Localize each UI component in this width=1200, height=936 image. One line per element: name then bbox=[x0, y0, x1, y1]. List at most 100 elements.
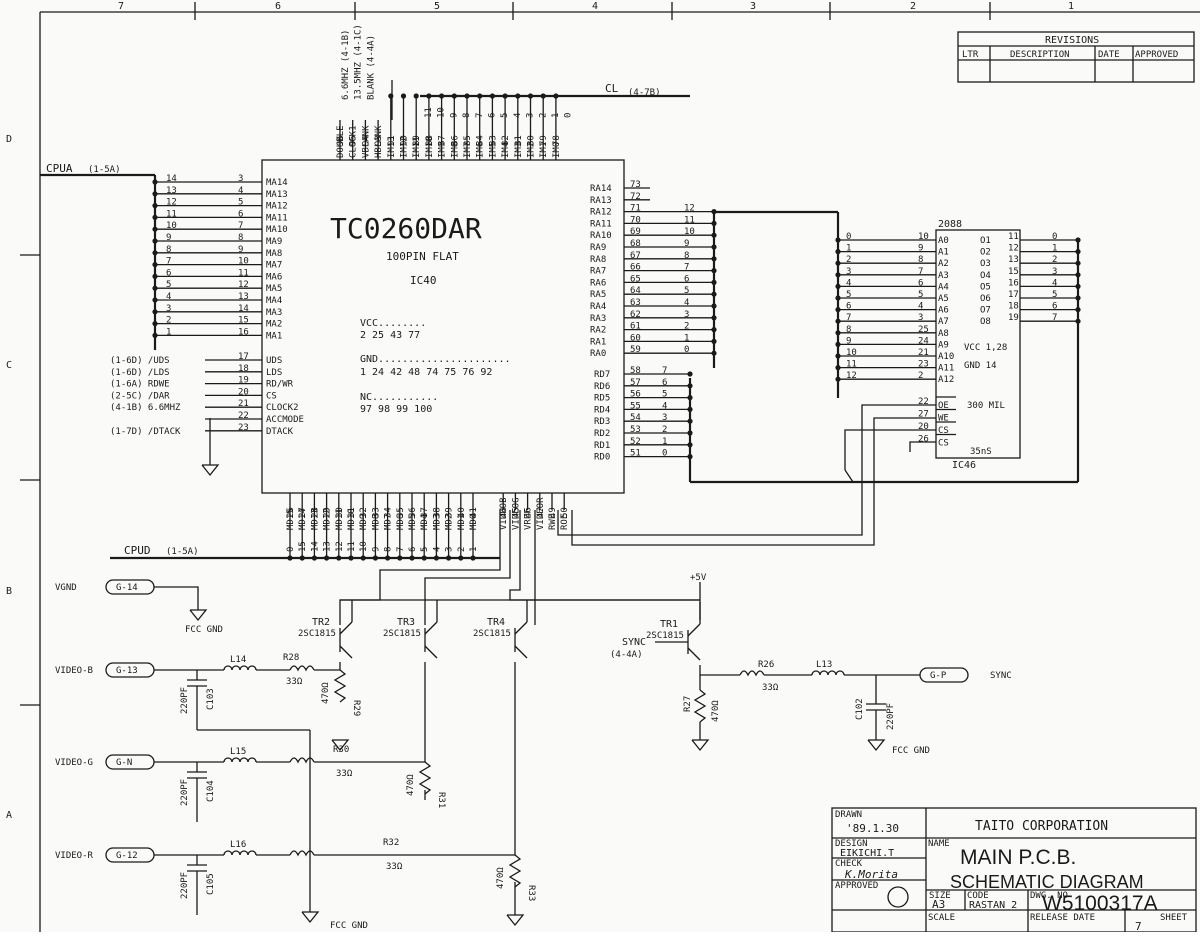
ic40-bottom-pin-MD12: MD12 bbox=[323, 508, 333, 530]
rd-bus-bit-7: 7 bbox=[662, 366, 667, 376]
ic40-bottom-pins: MD15260MD142715MD132814MD122913MD113012M… bbox=[286, 493, 570, 561]
ic40-pin-num-64: 64 bbox=[630, 286, 641, 296]
ic40-bottom-num-34: 34 bbox=[384, 507, 394, 518]
ic46-ctrl-num-22: 22 bbox=[918, 397, 929, 407]
ic46-data-bit-5: 5 bbox=[1052, 290, 1057, 300]
ic40-top-pin-IM9: IM9 bbox=[438, 142, 448, 158]
ic40-bottom-num-26: 26 bbox=[286, 507, 296, 518]
cl-bus-bit-2: 2 bbox=[538, 113, 548, 118]
ground-symbol bbox=[331, 739, 350, 752]
ic40-pin-num-23: 23 bbox=[238, 423, 249, 433]
code-label: CODE bbox=[967, 891, 989, 901]
designer: EIKICHI.T bbox=[840, 848, 894, 859]
ic40-top-num-82: 82 bbox=[501, 135, 511, 146]
ic46-pin-O5: O5 bbox=[980, 282, 991, 292]
ic46-ctrl-27: WE bbox=[938, 414, 949, 424]
ic46-data-tap-1 bbox=[1075, 249, 1081, 255]
drawing-title: SCHEMATIC DIAGRAM bbox=[950, 872, 1144, 892]
ic46-pin-A5: A5 bbox=[938, 294, 949, 304]
ic46-addr-bit-3: 3 bbox=[846, 267, 851, 277]
ic46-data-bit-6: 6 bbox=[1052, 302, 1057, 312]
ic40-pin-RA7: RA7 bbox=[590, 267, 606, 277]
video-inductor-2 bbox=[223, 850, 257, 856]
cl-bus-tap-89 bbox=[413, 93, 419, 99]
ic40-pin-RA4: RA4 bbox=[590, 302, 606, 312]
ic40-bottom-num-49: 49 bbox=[548, 507, 558, 518]
ic40-top-num-88: 88 bbox=[425, 135, 435, 146]
ic40-top-num-89: 89 bbox=[412, 135, 422, 146]
cpua-bus-bit-14: 14 bbox=[166, 174, 177, 184]
sheet-label: SHEET bbox=[1160, 913, 1188, 923]
ic40-bottom-pin-MD3: MD3 bbox=[432, 514, 442, 530]
ic40-bottom-pin-VIDEOR: VIDEOR bbox=[536, 497, 546, 530]
ic40-pin-RA0: RA0 bbox=[590, 349, 606, 359]
tr1-emitter bbox=[687, 647, 701, 661]
design-label: DESIGN bbox=[835, 839, 868, 849]
ic46-pin-num-9: 9 bbox=[918, 244, 923, 254]
ic40-bottom-pin-MD7: MD7 bbox=[384, 514, 394, 530]
ic46-data-num-19: 19 bbox=[1008, 313, 1019, 323]
ic40-vcc-pins: 2 25 43 77 bbox=[360, 330, 420, 341]
ic40-pin-MA7: MA7 bbox=[266, 261, 282, 271]
code-value: RASTAN 2 bbox=[969, 900, 1017, 911]
video-conn-label-1: G-N bbox=[116, 758, 132, 768]
ic46-ctrl-20: CS bbox=[938, 426, 949, 436]
ic40-bottom-pin-MD1: MD1 bbox=[457, 514, 467, 530]
ic40-bottom-pin-MD4: MD4 bbox=[420, 514, 430, 530]
rev-col-ltr: LTR bbox=[962, 50, 979, 60]
ic40-signal-18: (1-6D) /LDS bbox=[110, 368, 170, 378]
ic40-pin-num-9: 9 bbox=[238, 245, 243, 255]
zone-top-6: 6 bbox=[275, 1, 281, 12]
ic46-addr-bit-9: 9 bbox=[846, 336, 851, 346]
cpud-bus-bit-1: 1 bbox=[469, 547, 479, 552]
ic40-gnd-pins: 1 24 42 48 74 75 76 92 bbox=[360, 367, 492, 378]
ic40-pin-RD6: RD6 bbox=[594, 382, 610, 392]
ic46-data-num-13: 13 bbox=[1008, 255, 1019, 265]
cl-bus-bit-1: 1 bbox=[551, 113, 561, 118]
fcc-gnd-label-3: FCC GND bbox=[330, 921, 368, 931]
video-pulldown-2 bbox=[508, 854, 522, 888]
video-res-val-2: 33Ω bbox=[386, 862, 403, 872]
ic40-pin-num-7: 7 bbox=[238, 221, 243, 231]
ic46-addr-tap-12 bbox=[835, 376, 841, 382]
ic46-pin-num-8: 8 bbox=[918, 255, 923, 265]
ic40-nc-pins: 97 98 99 100 bbox=[360, 404, 432, 415]
ic40-pin-RD1: RD1 bbox=[594, 441, 610, 451]
video-label-2: VIDEO-R bbox=[55, 851, 94, 861]
ic40-pin-num-66: 66 bbox=[630, 263, 641, 273]
ic46-pin-A10: A10 bbox=[938, 352, 954, 362]
ground-symbol bbox=[201, 464, 220, 477]
ic46-pin-num-5: 5 bbox=[918, 290, 923, 300]
ic46-addr-tap-0 bbox=[835, 237, 841, 243]
ic40-bottom-num-32: 32 bbox=[359, 507, 369, 518]
clock-signal-0: 6.6MHZ (4-1B) bbox=[341, 30, 351, 100]
ic40-pin-num-11: 11 bbox=[238, 268, 249, 278]
ic46-pin-num-25: 25 bbox=[918, 325, 929, 335]
ic40-pin-num-65: 65 bbox=[630, 274, 641, 284]
ic40-top-pin-IM5: IM5 bbox=[488, 142, 498, 158]
ic40-pin-MA2: MA2 bbox=[266, 320, 282, 330]
cpud-bus-bit-15: 15 bbox=[298, 541, 308, 552]
tr1-ref: TR1 bbox=[660, 619, 678, 630]
zone-top-3: 3 bbox=[750, 1, 756, 12]
check-label: CHECK bbox=[835, 859, 863, 869]
rd-bus-bit-5: 5 bbox=[662, 390, 667, 400]
ic40-vcc-label: VCC........ bbox=[360, 318, 426, 329]
tr4-collector bbox=[514, 621, 528, 635]
cpud-bus-bit-7: 7 bbox=[396, 547, 406, 552]
video-res-ref-2: R32 bbox=[383, 838, 399, 848]
cpud-bus-bit-0: 0 bbox=[286, 547, 296, 552]
ra-bus-bit-10: 10 bbox=[684, 227, 695, 237]
ic40-pin-num-60: 60 bbox=[630, 333, 641, 343]
ic40-top-pin-CLOCK1: CLOCK1 bbox=[349, 125, 359, 158]
zone-left-d: D bbox=[6, 134, 12, 145]
ic40-pin-23-name: DTACK bbox=[266, 427, 294, 437]
ic46-pin-A2: A2 bbox=[938, 259, 949, 269]
ic46-data-tap-6 bbox=[1075, 307, 1081, 313]
c102-val: 220PF bbox=[886, 703, 896, 730]
ra-bus-bit-8: 8 bbox=[684, 251, 689, 261]
